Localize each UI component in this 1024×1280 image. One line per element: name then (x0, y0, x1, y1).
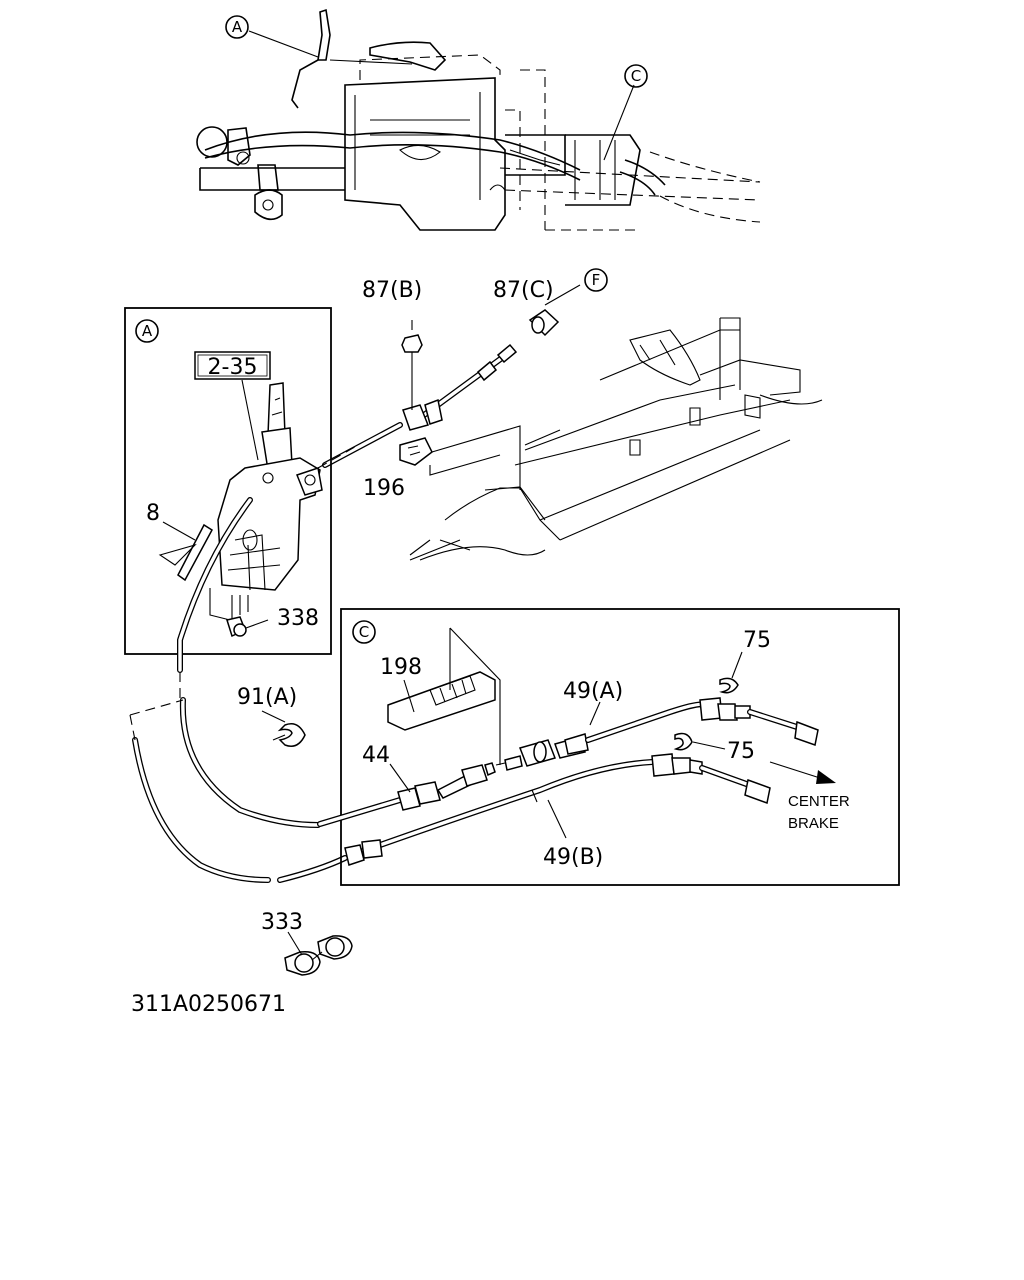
cable-routing (129, 497, 348, 883)
bolt-338 (209, 588, 269, 638)
label-75-upper: 75 (743, 628, 771, 653)
grip-8 (158, 523, 213, 582)
label-338: 338 (277, 606, 319, 631)
label-75-lower: 75 (727, 739, 755, 764)
clip-91a (261, 710, 306, 747)
center-brake-label-line2: BRAKE (788, 815, 839, 832)
label-44: 44 (362, 743, 390, 768)
label-87c: 87(C) (493, 278, 554, 303)
cable-44 (317, 762, 496, 827)
boot-87c (528, 284, 581, 337)
floor-tunnel-drawing (409, 317, 823, 561)
drawing-number: 311A0250671 (131, 992, 286, 1017)
label-198: 198 (380, 655, 422, 680)
overview-drawing (196, 8, 761, 231)
hand-brake-lever (217, 382, 323, 620)
overview-callout-c: C (631, 67, 641, 85)
clip-333 (284, 931, 353, 976)
label-91a: 91(A) (237, 685, 297, 710)
bracket-198 (387, 627, 501, 765)
label-87b: 87(B) (362, 278, 422, 303)
bracket-196 (399, 425, 521, 490)
nut-87b (401, 320, 423, 353)
label-8: 8 (146, 501, 160, 526)
center-brake-arrow (769, 761, 836, 784)
clip-75-upper (719, 651, 743, 694)
cable-49b (344, 753, 771, 866)
label-196: 196 (363, 476, 405, 501)
label-333: 333 (261, 910, 303, 935)
center-brake-label-line1: CENTER (788, 793, 850, 810)
cable-49a (495, 697, 819, 771)
overview-callout-a: A (232, 18, 243, 36)
inset-c-box (340, 608, 900, 886)
inset-a-box (124, 307, 332, 655)
clip-75-lower (673, 732, 726, 751)
inset-a-callout: A (142, 322, 153, 340)
label-49a: 49(A) (563, 679, 623, 704)
inset-c-callout: C (359, 623, 369, 641)
label-2-35: 2-35 (208, 355, 258, 380)
inset-c-callout-circle (352, 620, 376, 644)
ref-box-2-35 (194, 351, 271, 380)
callout-f: F (592, 271, 601, 289)
front-cable (322, 343, 518, 468)
label-49b: 49(B) (543, 845, 603, 870)
callout-f-circle (584, 268, 608, 292)
inset-a-callout-circle (135, 319, 159, 343)
